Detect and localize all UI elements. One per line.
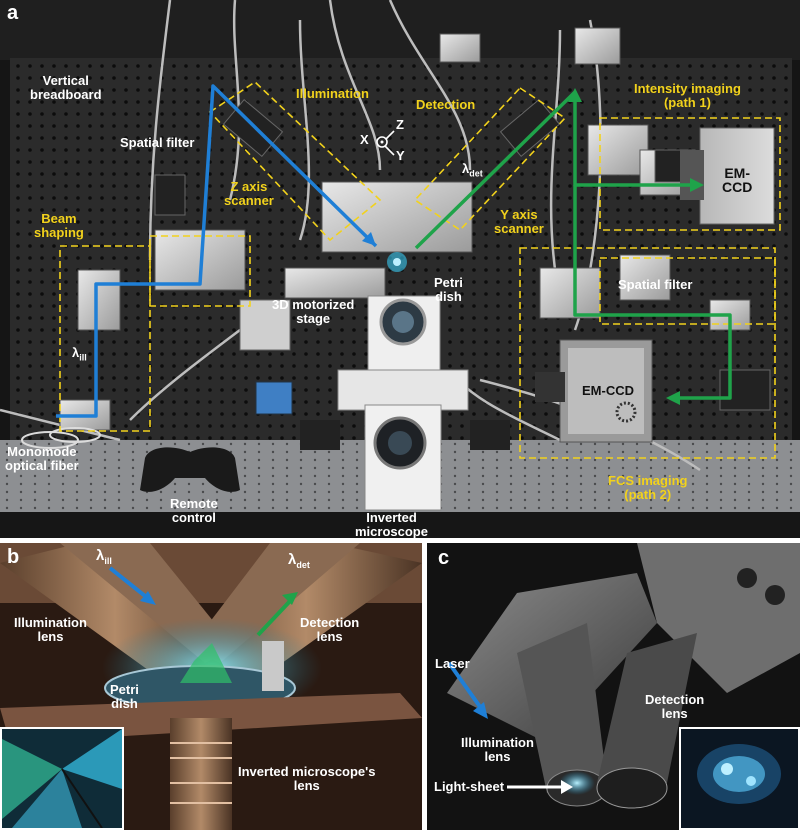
inset-light-sheet-b: [0, 727, 124, 830]
panel-b-lens-closeup: b λill λdet Illumination lens Detection …: [0, 543, 422, 830]
label-illumination-lens-b: Illumination lens: [14, 615, 87, 644]
label-illumination-lens-c: Illumination lens: [461, 735, 534, 764]
lens-top-view-illustration: [427, 543, 800, 830]
label-petri-dish-a: Petri dish: [434, 275, 463, 304]
label-emccd-top: EM- CCD: [722, 165, 753, 195]
label-spatial-filter-left: Spatial filter: [120, 135, 195, 150]
label-spatial-filter-right: Spatial filter: [618, 277, 693, 292]
axis-label-z: Z: [396, 117, 404, 132]
label-vertical-breadboard: Vertical breadboard: [30, 73, 102, 102]
label-inverted-microscope-lens: Inverted microscope's lens: [238, 764, 376, 793]
label-light-sheet: Light-sheet: [434, 779, 505, 794]
label-remote-control: Remote control: [170, 496, 218, 525]
label-lambda-det-a: λdet: [462, 161, 483, 179]
axis-label-x: X: [360, 132, 369, 147]
panel-a-setup-photo: a Vertical breadboard Illumination Detec…: [0, 0, 800, 538]
label-detection-lens-c: Detection lens: [645, 692, 705, 721]
panel-letter-a: a: [7, 2, 19, 24]
label-laser: Laser: [435, 656, 470, 671]
label-fcs-imaging: FCS imaging (path 2): [608, 473, 688, 502]
panel-c-lens-closeup: c Laser Detection lens Illumination lens…: [427, 543, 800, 830]
label-illumination: Illumination: [296, 86, 369, 101]
label-3d-motorized-stage: 3D motorized stage: [272, 297, 355, 326]
label-lambda-det-b: λdet: [288, 551, 310, 570]
label-beam-shaping: Beam shaping: [34, 211, 84, 240]
label-lambda-ill-b: λill: [96, 547, 112, 566]
inset-light-sheet-b-image: [2, 729, 122, 828]
setup-photo-illustration: [0, 0, 800, 515]
inset-light-sheet-c: [679, 727, 800, 830]
label-z-axis-scanner: Z axis scanner: [224, 179, 274, 208]
axis-label-y: Y: [396, 148, 405, 163]
label-emccd-bottom: EM-CCD: [582, 383, 634, 398]
label-intensity-imaging: Intensity imaging (path 1): [634, 81, 741, 110]
label-detection: Detection: [416, 97, 476, 112]
label-inverted-microscope: Inverted microscope: [355, 510, 428, 539]
label-detection-lens-b: Detection lens: [300, 615, 360, 644]
panel-letter-c: c: [438, 547, 450, 569]
inset-light-sheet-c-image: [681, 729, 798, 828]
label-monomode-optical-fiber: Monomode optical fiber: [5, 444, 79, 473]
label-lambda-ill-a: λill: [72, 345, 87, 363]
label-y-axis-scanner: Y axis scanner: [494, 207, 544, 236]
label-petri-dish-b: Petri dish: [110, 682, 139, 711]
panel-letter-b: b: [7, 546, 20, 568]
